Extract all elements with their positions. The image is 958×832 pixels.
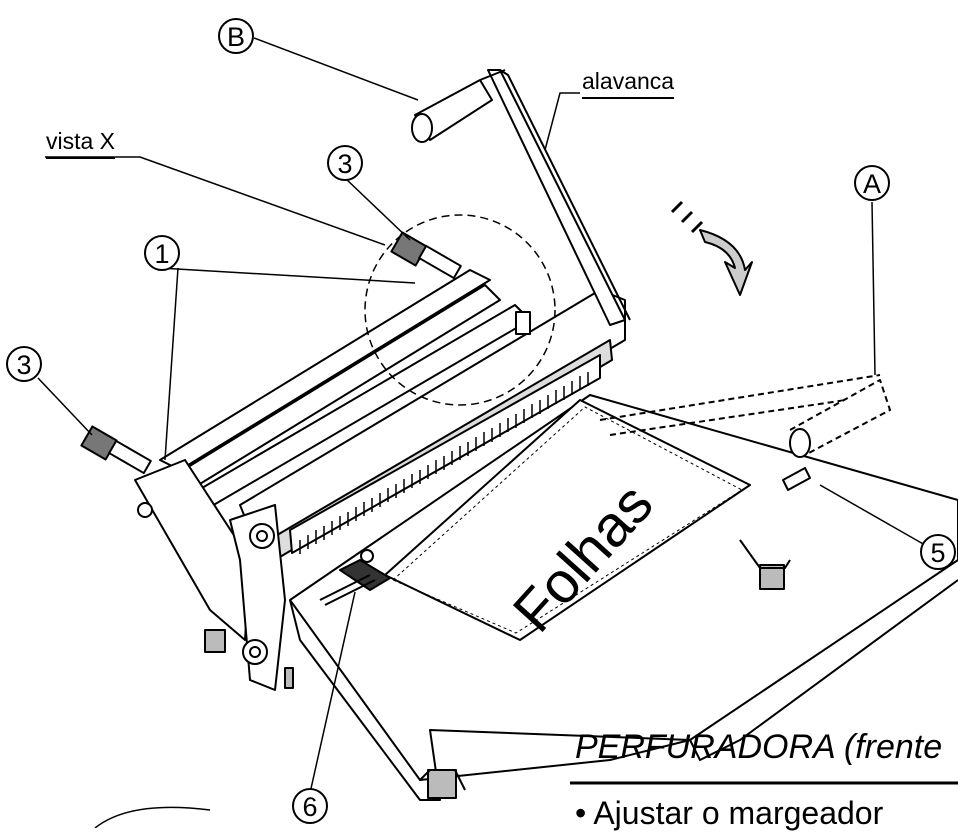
rotation-arrow-icon [670,200,753,296]
upper-frame [159,269,531,511]
section-title: PERFURADORA (frente [575,728,943,766]
die-holes [299,372,589,554]
paper-sheet [384,399,751,641]
callout-b: B [218,18,254,54]
instruction-bullet: • Ajustar o margeador [575,795,884,831]
callout-3-left: 3 [6,346,42,382]
callout-3-top: 3 [327,145,363,181]
lever-position-a [599,374,891,458]
pin-5 [782,467,811,491]
callout-a: A [854,165,890,201]
callout-6: 6 [292,788,328,824]
detail-circle [94,806,211,828]
leader-lines [37,37,926,794]
callout-5: 5 [920,534,956,570]
base-table [289,394,958,801]
view-x-circle [364,214,556,406]
lever-arm [487,69,631,326]
knob-top [390,231,462,280]
callout-1: 1 [144,235,180,271]
knob-left [80,425,152,475]
die-rail [239,289,626,571]
label-vista-x: vista X [46,128,116,159]
margin-guide [319,549,391,606]
label-alavanca: alavanca [582,68,675,99]
side-plates [134,459,294,691]
handle-b [411,69,506,143]
